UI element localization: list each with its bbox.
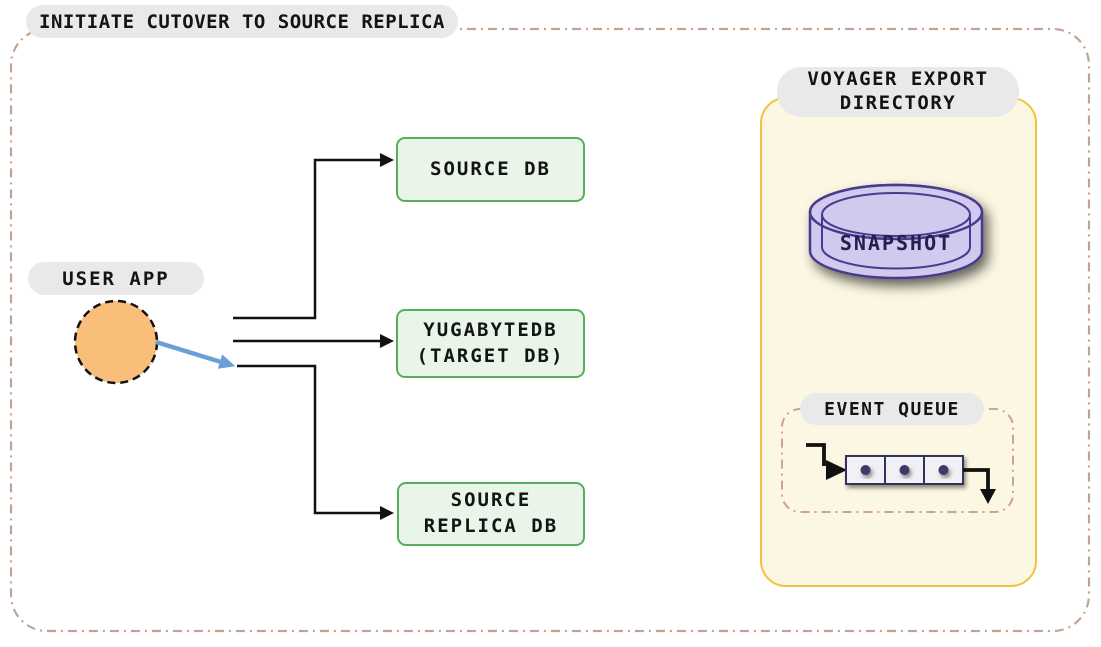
voyager-export-panel — [760, 97, 1037, 587]
event-queue-label: EVENT QUEUE — [800, 393, 984, 425]
node-source-db: SOURCE DB — [396, 137, 585, 202]
connector-to-replica-db — [237, 364, 381, 515]
connector-lines — [233, 158, 381, 515]
node-source-replica-db: SOURCE REPLICA DB — [397, 482, 585, 546]
queue-in-arrow — [806, 443, 826, 466]
node-target-db-line2: (TARGET DB) — [416, 344, 565, 367]
queue-cells — [845, 455, 964, 485]
arrowhead-target-db — [380, 334, 394, 348]
node-source-replica-db-line1: SOURCE — [450, 489, 532, 512]
node-source-replica-db-line2: REPLICA DB — [423, 515, 559, 537]
queue-cell-dots — [860, 465, 949, 475]
node-target-db: YUGABYTEDB (TARGET DB) — [396, 309, 585, 378]
queue-out-arrow — [963, 468, 990, 490]
user-app-label: USER APP — [28, 262, 204, 295]
connector-arrowheads — [380, 153, 394, 520]
voyager-panel-label: VOYAGER EXPORT DIRECTORY — [777, 67, 1019, 117]
user-app-circle-icon — [73, 299, 159, 385]
database-cylinder-icon — [808, 183, 984, 280]
outer-frame-border — [9, 27, 1091, 633]
event-queue-icon — [806, 443, 996, 504]
arrowhead-source-db — [380, 153, 394, 167]
queue-out-arrowhead — [980, 489, 996, 504]
diagram-title: INITIATE CUTOVER TO SOURCE REPLICA — [26, 5, 458, 38]
voyager-panel-label-line2: DIRECTORY — [839, 92, 957, 114]
voyager-panel-label-line1: VOYAGER EXPORT — [807, 68, 989, 91]
arrowhead-replica-db — [380, 506, 394, 520]
cutover-arrow-icon — [155, 339, 236, 369]
event-queue-frame — [781, 408, 1014, 513]
snapshot-label: SNAPSHOT — [839, 231, 953, 255]
queue-in-arrowhead — [826, 460, 847, 480]
node-target-db-line1: YUGABYTEDB — [423, 318, 558, 341]
connector-to-source-db — [233, 158, 381, 320]
